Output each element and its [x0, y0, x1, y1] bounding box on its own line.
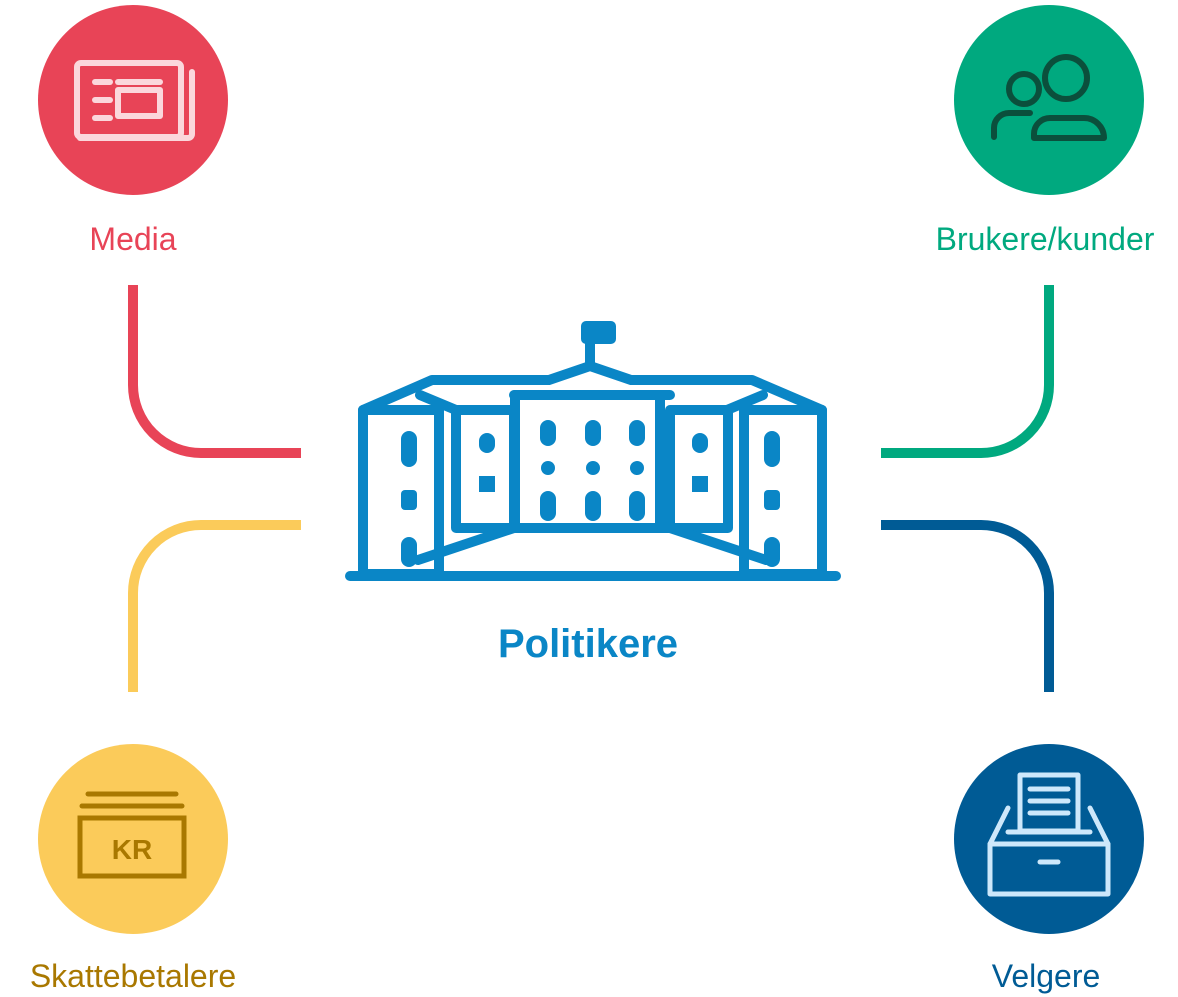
ballot-box-icon: [987, 772, 1111, 897]
skattebetalere-label: Skattebetalere: [30, 958, 236, 994]
newspaper-icon: [74, 60, 195, 141]
connector-velgere: [881, 520, 1054, 692]
connector-media: [128, 285, 301, 458]
politikere-label: Politikere: [498, 622, 678, 666]
skattebetalere-node: KR Skattebetalere: [30, 744, 236, 994]
media-node: Media: [38, 5, 228, 257]
brukere-node: Brukere/kunder: [936, 5, 1155, 257]
brukere-label: Brukere/kunder: [936, 221, 1155, 257]
brukere-circle: [954, 5, 1144, 195]
velgere-node: Velgere: [954, 744, 1144, 994]
money-kr-icon: [77, 791, 187, 879]
users-icon: [991, 54, 1107, 141]
connector-skattebetalere: [128, 520, 301, 692]
velgere-circle: [954, 744, 1144, 934]
velgere-label: Velgere: [992, 958, 1101, 994]
connector-brukere: [881, 285, 1054, 458]
money-kr-text: KR: [112, 834, 152, 865]
media-label: Media: [89, 221, 176, 257]
building-windows: [401, 420, 780, 567]
politikere-node: Politikere: [345, 321, 841, 666]
skattebetalere-circle: [38, 744, 228, 934]
media-circle: [38, 5, 228, 195]
parliament-building-icon: [345, 321, 841, 581]
